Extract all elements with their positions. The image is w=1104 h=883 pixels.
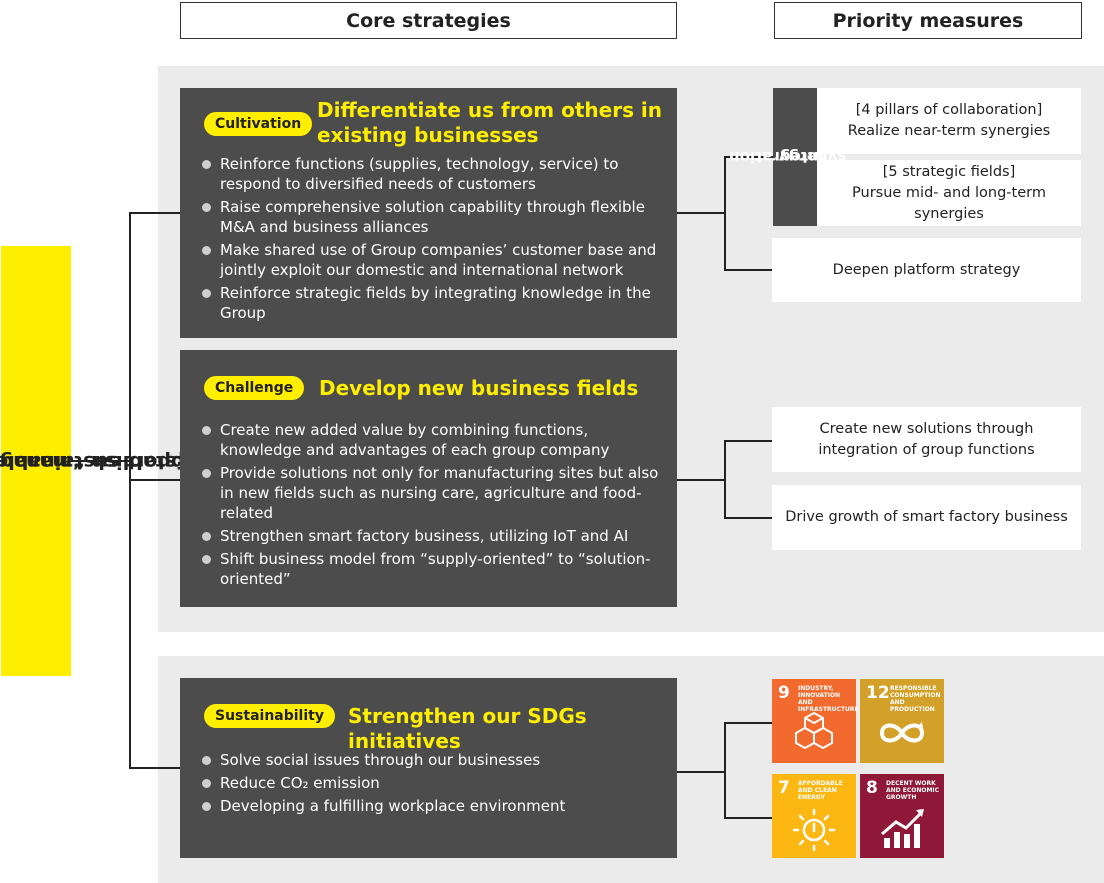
- bullet-item: Provide solutions not only for manufactu…: [198, 463, 666, 523]
- bullet-item: Make shared use of Group companies’ cust…: [198, 240, 666, 280]
- connector-line: [129, 767, 180, 769]
- connector-line: [129, 212, 180, 214]
- pillars-box: [4 pillars of collaboration] Realize near…: [817, 88, 1081, 154]
- cubes-icon: [795, 712, 833, 749]
- connector-line: [129, 212, 131, 768]
- connector-line: [129, 479, 180, 481]
- core-strategies-label: Core strategies: [346, 9, 511, 32]
- connector-line: [724, 269, 773, 271]
- bullet-item: Reinforce functions (supplies, technolog…: [198, 154, 666, 194]
- strategic-fields-box: [5 strategic fields] Pursue mid- and long…: [817, 160, 1081, 226]
- connector-line: [724, 156, 726, 270]
- new-solutions-box: Create new solutions through integration …: [772, 407, 1081, 472]
- sdg-12-caption: Responsible consumption and production: [890, 685, 941, 713]
- bullet-item: Solve social issues through our business…: [198, 750, 666, 770]
- sdg-7-caption: Affordable and clean energy: [798, 780, 843, 801]
- connector-line: [677, 479, 725, 481]
- sun-power-icon: [792, 808, 836, 852]
- solutions-line2: integration of group functions: [818, 441, 1035, 458]
- growth-chart-icon: [881, 809, 924, 848]
- cultivation-tag: Cultivation: [204, 112, 313, 136]
- sdg-9-tile: 9 Industry, innovation and infrastructur…: [772, 679, 859, 763]
- connector-line: [677, 771, 725, 773]
- infinity-icon: [879, 722, 925, 743]
- connector-line: [724, 722, 726, 818]
- connector-line: [724, 517, 773, 519]
- bullet-item: Raise comprehensive solution capability …: [198, 197, 666, 237]
- cultivation-title: Differentiate us from others in existing…: [317, 98, 667, 148]
- connector-line: [677, 212, 725, 214]
- connector-line: [71, 460, 130, 462]
- sustainability-tag: Sustainability: [204, 704, 335, 728]
- smart-factory-text: Drive growth of smart factory business: [785, 509, 1068, 525]
- smart-factory-box: Drive growth of smart factory business: [772, 485, 1081, 550]
- pillars-line2: Realize near-term synergies: [847, 123, 1051, 139]
- bullet-item: Shift business model from “supply-orient…: [198, 549, 666, 589]
- sdg-8-caption: Decent work and economic growth: [886, 780, 940, 801]
- sustainability-bullets: Solve social issues through our business…: [198, 750, 666, 819]
- fields-line2: Pursue mid- and long-term synergies: [852, 184, 1046, 222]
- connector-line: [724, 440, 726, 518]
- cultivation-block: Cultivation Differentiate us from others…: [180, 88, 677, 338]
- cultivation-title-line2: existing businesses: [317, 123, 539, 147]
- sdg-8-number: 8: [866, 778, 878, 798]
- challenge-block: Challenge Develop new business fields Cr…: [180, 350, 677, 607]
- sdg-7-number: 7: [778, 778, 790, 798]
- connector-line: [724, 440, 773, 442]
- pillars-line1: [4 pillars of collaboration]: [855, 102, 1043, 118]
- platform-strategy-box: Deepen platform strategy: [772, 238, 1081, 302]
- bullet-item: Reinforce strategic fields by integratin…: [198, 283, 666, 323]
- priority-measures-header: Priority measures: [774, 2, 1082, 39]
- cultivation-title-line1: Differentiate us from others in: [317, 98, 663, 122]
- connector-line: [724, 817, 773, 819]
- core-strategies-header: Core strategies: [180, 2, 677, 39]
- sdg-9-number: 9: [778, 683, 790, 703]
- sdg-12-number: 12: [866, 683, 890, 703]
- challenge-title: Develop new business fields: [319, 376, 639, 400]
- platform-strategy-text: Deepen platform strategy: [832, 261, 1021, 278]
- bullet-item: Reduce CO₂ emission: [198, 773, 666, 793]
- sdg-12-tile: 12 Responsible consumption and productio…: [860, 679, 944, 763]
- priority-measures-label: Priority measures: [832, 9, 1024, 32]
- sustainability-block: Sustainability Strengthen our SDGs initi…: [180, 678, 677, 858]
- bullet-item: Create new added value by combining func…: [198, 420, 666, 460]
- sdg-7-tile: 7 Affordable and clean energy: [772, 774, 856, 858]
- challenge-tag: Challenge: [204, 376, 305, 400]
- cultivation-bullets: Reinforce functions (supplies, technolog…: [198, 154, 666, 326]
- management-base-label: Establish “management base” tosupport su…: [0, 246, 209, 676]
- bullet-item: Strengthen smart factory business, utili…: [198, 526, 666, 546]
- connector-line: [724, 156, 773, 158]
- bullet-item: Developing a fulfilling workplace enviro…: [198, 796, 666, 816]
- connector-line: [724, 722, 773, 724]
- fields-line1: [5 strategic fields]: [882, 163, 1016, 180]
- sdg-8-tile: 8 Decent work and economic growth: [860, 774, 944, 858]
- sustainability-title: Strengthen our SDGs initiatives: [348, 704, 587, 753]
- sdg-9-caption: Industry, innovation and infrastructure: [798, 685, 859, 713]
- challenge-bullets: Create new added value by combining func…: [198, 420, 666, 592]
- solutions-line1: Create new solutions through: [819, 420, 1034, 437]
